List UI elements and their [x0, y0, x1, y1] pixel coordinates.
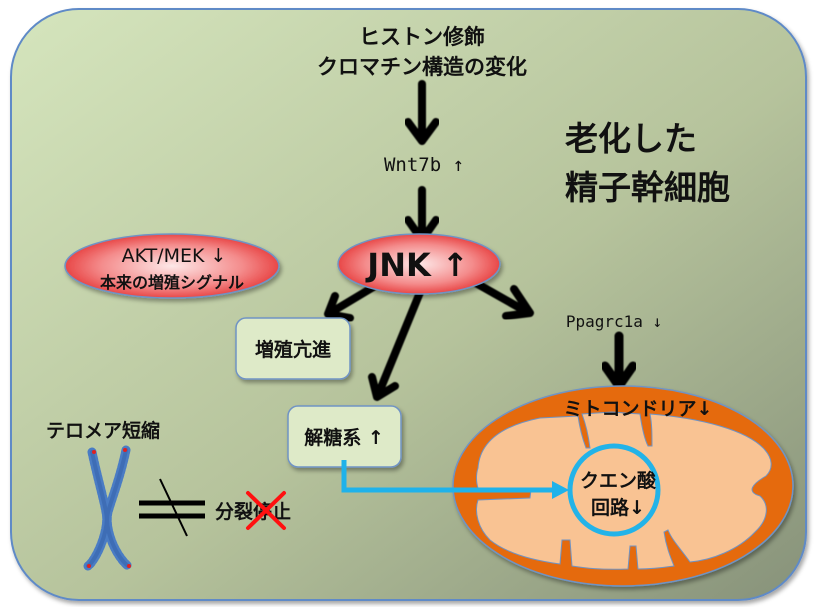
- telomere-dot: [127, 564, 131, 568]
- red-cross-icon: [246, 491, 286, 530]
- proliferation-box: [235, 317, 351, 380]
- top-cause-line2: クロマチン構造の変化: [317, 55, 527, 79]
- mitochondrion: [452, 385, 794, 587]
- not-equal-icon: [139, 478, 205, 537]
- jnk-label: JNK ↑: [365, 246, 468, 284]
- glycolysis-label: 解糖系 ↑: [304, 426, 384, 449]
- tca-cycle-label-line1: クエン酸: [580, 469, 657, 492]
- arrow-jnk-to-glycolysis: [368, 286, 425, 401]
- jnk-ellipse: [337, 233, 501, 295]
- telomere-label: テロメア短縮: [46, 419, 160, 442]
- ppargc1a-label: Ppagrc1a ↓: [566, 312, 662, 331]
- telomere-dot: [123, 448, 127, 452]
- arrow-glycolysis-to-tca: [341, 460, 569, 499]
- proliferation-label: 増殖亢進: [255, 338, 331, 361]
- title-line2: 精子幹細胞: [565, 168, 730, 207]
- akt-mek-ellipse: [64, 233, 280, 299]
- tca-cycle-ring: [567, 443, 661, 537]
- mitochondrion-inner: [476, 411, 772, 570]
- tca-cycle-label-line2: 回路↓: [591, 496, 645, 519]
- telomere-dot: [87, 564, 91, 568]
- arrow-histone-to-wnt: [404, 80, 440, 145]
- title-line1: 老化した: [565, 119, 697, 158]
- chromosome-icon: [83, 445, 133, 571]
- division-arrest-label: 分裂停止: [215, 500, 291, 523]
- arrow-jnk-to-proliferation: [324, 282, 379, 322]
- mitochondria-label: ミトコンドリア↓: [564, 398, 713, 420]
- top-cause-line1: ヒストン修飾: [359, 25, 485, 49]
- akt-mek-label: AKT/MEK ↓: [122, 245, 227, 267]
- arrow-jnk-to-ppargc: [470, 278, 534, 320]
- akt-mek-sublabel: 本来の増殖シグナル: [100, 273, 244, 292]
- wnt7b-label: Wnt7b ↑: [384, 154, 464, 176]
- telomere-dot: [92, 450, 96, 454]
